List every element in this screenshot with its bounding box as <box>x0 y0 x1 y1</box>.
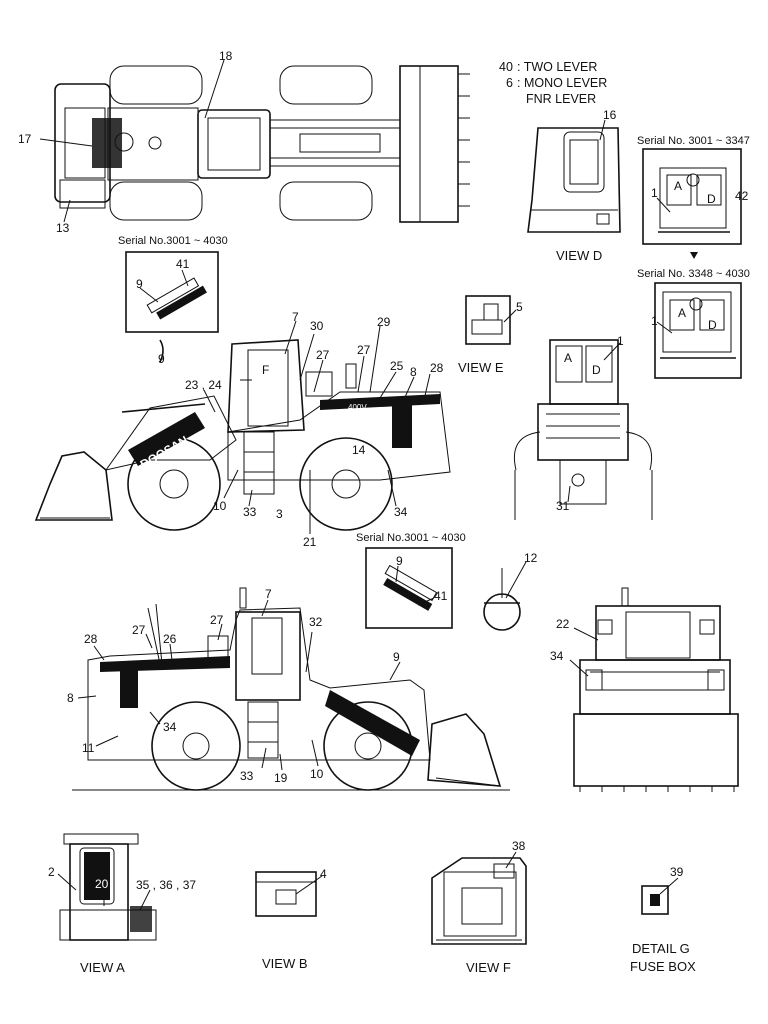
callout-21: 21 <box>303 535 317 549</box>
mark-a-rear: A <box>564 351 572 365</box>
rear-view-upper-drawing <box>514 339 653 520</box>
callout-25: 25 <box>390 359 404 373</box>
view-d-cab-drawing <box>527 119 621 233</box>
decal-inset-left <box>125 251 219 363</box>
callout-33-right: 33 <box>240 769 254 783</box>
callout-16: 16 <box>603 108 617 122</box>
model-decal-right: 400V <box>158 671 177 680</box>
view-a-label: VIEW A <box>80 960 125 975</box>
callout-5: 5 <box>516 300 523 314</box>
view-b-label: VIEW B <box>262 956 308 971</box>
callout-1-rear: 1 <box>617 334 624 348</box>
detail-g-label: DETAIL G <box>632 941 690 956</box>
cab-inset-top <box>642 148 742 259</box>
callout-27-upper: 27 <box>357 343 371 357</box>
view-a-drawing <box>57 833 157 941</box>
callout-35-36-37: 35 , 36 , 37 <box>136 878 196 892</box>
callout-1-upper: 1 <box>651 186 658 200</box>
top-view-drawing <box>39 59 470 223</box>
callout-27-left: 27 <box>316 348 330 362</box>
mark-a-upper: A <box>674 179 682 193</box>
callout-9-inset-lower: 9 <box>396 554 403 568</box>
callout-34-right: 34 <box>163 720 177 734</box>
legend-mono-lever: : MONO LEVER <box>517 76 607 90</box>
callout-33-left: 33 <box>243 505 257 519</box>
callout-30: 30 <box>310 319 324 333</box>
callout-19: 19 <box>274 771 288 785</box>
callout-27-right-b: 27 <box>132 623 146 637</box>
serial-decal-right: Serial No.3001 ~ 4030 <box>356 532 466 544</box>
side-view-right-drawing <box>72 587 510 791</box>
callout-28-left: 28 <box>430 361 444 375</box>
callout-9-side-left: 9 <box>158 352 165 366</box>
cab-inset-bottom <box>654 282 742 379</box>
callout-38: 38 <box>512 839 526 853</box>
callout-23-24: 23 , 24 <box>185 378 222 392</box>
side-view-left-drawing <box>34 320 451 534</box>
callout-22: 22 <box>556 617 570 631</box>
view-f-drawing <box>431 851 527 945</box>
callout-42: 42 <box>735 189 749 203</box>
callout-28-right: 28 <box>84 632 98 646</box>
view-d-label: VIEW D <box>556 248 602 263</box>
callout-1-lower: 1 <box>651 314 658 328</box>
mark-f: F <box>262 363 269 377</box>
decal-inset-right <box>365 547 453 629</box>
callout-12: 12 <box>524 551 538 565</box>
detail-g-drawing <box>641 877 679 915</box>
callout-26: 26 <box>163 632 177 646</box>
view-e-drawing <box>465 295 517 345</box>
callout-10-left: 10 <box>213 499 227 513</box>
callout-9-right: 9 <box>393 650 400 664</box>
serial-decal-left: Serial No.3001 ~ 4030 <box>118 235 228 247</box>
callout-3: 3 <box>276 507 283 521</box>
legend-fnr-lever: FNR LEVER <box>526 92 596 106</box>
fuse-box-label: FUSE BOX <box>630 959 696 974</box>
callout-34-left: 34 <box>394 505 408 519</box>
mark-a-lower: A <box>678 306 686 320</box>
callout-34-front: 34 <box>550 649 564 663</box>
serial-3348-4030: Serial No. 3348 ~ 4030 <box>637 268 750 280</box>
legend-num-40: 40 <box>499 60 513 74</box>
callout-7-left: 7 <box>292 310 299 324</box>
callout-2: 2 <box>48 865 55 879</box>
callout-17: 17 <box>18 132 32 146</box>
callout-20: 20 <box>95 877 109 891</box>
callout-14: 14 <box>352 443 366 457</box>
callout-32: 32 <box>309 615 323 629</box>
callout-13: 13 <box>56 221 70 235</box>
view-b-drawing <box>255 871 323 917</box>
doosan-decal-right: DOOSAN <box>375 686 428 724</box>
callout-4: 4 <box>320 867 327 881</box>
mark-d-rear: D <box>592 363 601 377</box>
view-f-label: VIEW F <box>466 960 511 975</box>
callout-18: 18 <box>219 49 233 63</box>
front-view-drawing <box>569 587 739 792</box>
callout-31: 31 <box>556 499 570 513</box>
view-e-label: VIEW E <box>458 360 504 375</box>
callout-9-inset-upper: 9 <box>136 277 143 291</box>
callout-8-right: 8 <box>67 691 74 705</box>
mark-d-lower: D <box>708 318 717 332</box>
callout-11: 11 <box>82 741 95 755</box>
callout-29: 29 <box>377 315 391 329</box>
serial-3001-3347: Serial No. 3001 ~ 3347 <box>637 135 750 147</box>
beacon-decal-drawing <box>483 561 527 631</box>
callout-7-right: 7 <box>265 587 272 601</box>
model-decal-left: 400V <box>348 403 367 412</box>
legend-num-6: 6 <box>506 76 513 90</box>
callout-41-upper: 41 <box>176 257 190 271</box>
callout-10-right: 10 <box>310 767 324 781</box>
callout-8-left: 8 <box>410 365 417 379</box>
callout-39: 39 <box>670 865 684 879</box>
mark-d-upper: D <box>707 192 716 206</box>
callout-27-right-a: 27 <box>210 613 224 627</box>
legend-two-lever: : TWO LEVER <box>517 60 597 74</box>
callout-41-lower: 41 <box>434 589 448 603</box>
